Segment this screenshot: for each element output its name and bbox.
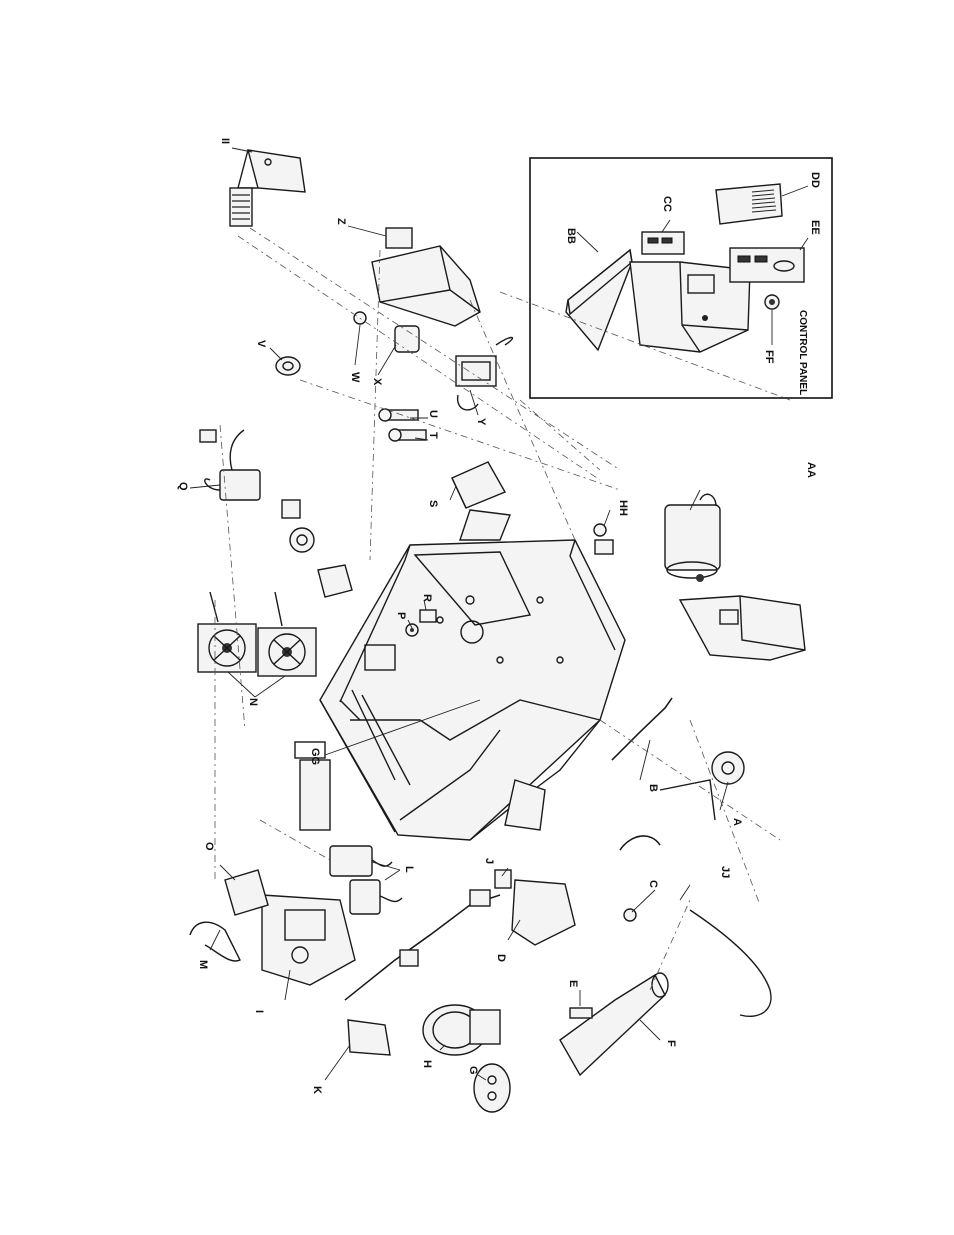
label-l: L <box>403 866 415 873</box>
label-p: P <box>395 612 407 619</box>
label-w: W <box>349 372 361 383</box>
label-x: X <box>371 378 383 386</box>
label-n: N <box>247 698 259 706</box>
label-c: C <box>647 880 659 888</box>
elbow-fittings <box>619 779 716 851</box>
part-e-igniter <box>569 1007 593 1019</box>
label-t: T <box>427 432 439 439</box>
part-v-grommet <box>275 356 301 376</box>
part-m-wire <box>189 921 241 962</box>
part-n-fan-lower <box>257 627 317 677</box>
part-aa-motor <box>664 493 721 582</box>
part-q-assembly <box>199 429 261 501</box>
fan-bracket-plate <box>317 564 353 598</box>
part-y-transformer <box>455 336 514 411</box>
part-ee-faceplate <box>729 247 805 283</box>
motor-bracket <box>678 595 806 661</box>
label-i: I <box>253 1010 265 1013</box>
control-panel-inset-frame <box>529 157 833 399</box>
part-r-relay <box>419 609 437 623</box>
part-d-valve-body <box>511 879 576 946</box>
label-hh: HH <box>617 500 629 516</box>
part-a-coupling <box>711 751 745 785</box>
label-aa: AA <box>805 462 817 478</box>
part-f-burner-tube <box>559 972 669 1077</box>
label-a: A <box>731 818 743 826</box>
label-jj: JJ <box>719 866 731 878</box>
label-r: R <box>421 594 433 602</box>
leader-lines <box>209 147 729 1081</box>
control-box-housing <box>629 261 751 353</box>
fan-hub-parts <box>281 499 315 553</box>
part-o-cover <box>224 869 269 916</box>
part-dd-panel <box>715 183 783 225</box>
part-labels: II Z V W X Y U T S Q AA HH P R N GG B A … <box>177 138 817 1094</box>
label-cc: CC <box>661 196 673 212</box>
label-v: V <box>255 340 267 348</box>
part-i-gas-valve <box>261 894 356 986</box>
part-z-relay <box>385 227 413 249</box>
label-ff: FF <box>763 350 775 364</box>
part-k-bracket <box>347 1019 391 1056</box>
label-s: S <box>427 500 439 507</box>
part-w-thermostat <box>353 311 367 325</box>
part-gg-bracket <box>294 741 331 831</box>
part-ii-cover <box>237 149 306 193</box>
label-j: J <box>483 858 495 864</box>
part-u-sensor <box>378 408 419 422</box>
part-hh-sensor <box>593 523 614 555</box>
label-m: M <box>197 960 209 969</box>
label-d: D <box>495 954 507 962</box>
assembly-guide-lines <box>214 227 791 991</box>
label-gg: GG <box>309 748 321 765</box>
label-z: Z <box>335 218 347 225</box>
label-dd: DD <box>809 172 821 188</box>
part-jj-hose <box>689 909 772 1017</box>
label-bb: BB <box>565 228 577 244</box>
label-e: E <box>567 980 579 987</box>
terminal-strip <box>229 187 253 227</box>
part-x-switch <box>394 325 420 353</box>
part-p-switch <box>405 623 419 637</box>
part-l-wiring <box>329 845 403 915</box>
main-chassis <box>319 509 626 841</box>
label-u: U <box>427 410 439 418</box>
label-k: K <box>311 1086 323 1094</box>
gas-pipe-assembly <box>344 889 501 1001</box>
label-o: O <box>203 842 215 851</box>
mounting-bracket-z <box>371 245 481 327</box>
control-panel-caption: CONTROL PANEL <box>797 310 808 395</box>
part-cc-module <box>641 231 685 255</box>
label-ee: EE <box>809 220 821 235</box>
label-q: Q <box>177 482 189 491</box>
label-g: G <box>467 1066 479 1075</box>
part-t-sensor <box>388 428 427 442</box>
label-h: H <box>421 1060 433 1068</box>
label-f: F <box>665 1040 677 1047</box>
part-g-plate <box>473 1063 511 1113</box>
part-n-fan-upper <box>197 623 257 673</box>
part-bb-cover <box>565 248 633 352</box>
label-ii: II <box>219 138 231 144</box>
part-h-blower <box>422 1004 501 1056</box>
label-y: Y <box>475 418 487 426</box>
part-j-fitting <box>494 869 512 889</box>
part-ff-knob <box>764 294 780 310</box>
label-b: B <box>647 784 659 792</box>
part-b-probe <box>611 697 673 761</box>
part-s-module <box>451 461 507 509</box>
part-c-orifice <box>623 908 637 922</box>
